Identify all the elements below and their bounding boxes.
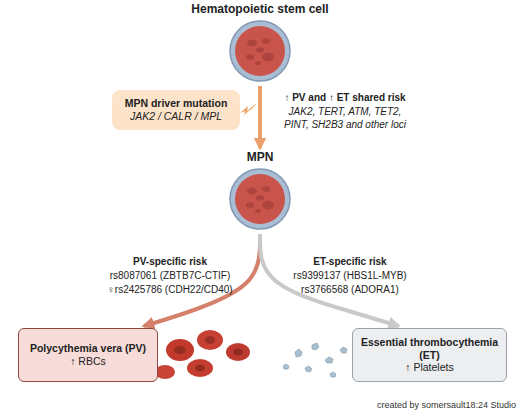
red-blood-cell	[226, 343, 250, 361]
flow-arrow	[258, 86, 262, 148]
red-blood-cell	[187, 359, 213, 377]
node-heading: MPN	[247, 150, 274, 164]
cell-body	[235, 174, 285, 224]
driver-mutation-box: MPN driver mutationJAK2 / CALR / MPL	[112, 90, 240, 130]
cell-membrane	[230, 169, 290, 229]
cell-texture	[247, 40, 257, 47]
cell-texture	[255, 61, 261, 65]
red-blood-cell-center	[233, 349, 243, 356]
cell-texture	[262, 53, 274, 61]
et-risk-heading: ET-specific risk	[270, 256, 430, 269]
pv-box: Polycythemia vera (PV)↑ RBCs	[18, 328, 158, 382]
node-heading: Hematopoietic stem cell	[191, 2, 328, 16]
pv-risk-heading: PV-specific risk	[90, 256, 250, 269]
cell-texture	[246, 203, 254, 209]
credit-note: created by somersault18:24 Studio	[330, 400, 516, 411]
platelet	[305, 366, 312, 372]
lightning-bolt	[240, 103, 257, 115]
cell-texture	[256, 196, 264, 202]
red-blood-cells	[155, 330, 250, 379]
red-blood-cell-center	[195, 365, 205, 372]
et-risk-variant: rs3766568 (ADORA1)	[270, 284, 430, 297]
et-box: Essential thrombocythemia (ET)↑ Platelet…	[352, 328, 507, 382]
cell-texture	[262, 39, 270, 45]
et-risk-variant: rs9399137 (HBS1L-MYB)	[270, 270, 430, 283]
platelets	[283, 343, 347, 377]
shared-risk-loci: JAK2, TERT, ATM, TET2, PINT, SH2B3 and o…	[275, 106, 415, 131]
platelet	[330, 372, 336, 377]
cell-texture	[255, 209, 261, 213]
red-blood-cell	[155, 365, 175, 379]
red-blood-cell	[197, 330, 223, 350]
cell-membrane	[230, 21, 290, 81]
red-blood-cell	[166, 339, 194, 361]
cell-body	[235, 26, 285, 76]
cell-texture	[256, 48, 264, 54]
platelet	[312, 343, 319, 350]
pv-risk-variant: rs8087061 (ZBTB7C-CTIF)	[90, 270, 250, 283]
platelet	[295, 349, 302, 357]
box-title: Essential thrombocythemia (ET)	[353, 336, 506, 361]
cell-texture	[262, 187, 270, 193]
platelet	[283, 364, 289, 369]
pv-risk-variant: ♀rs2425786 (CDH22/CD40)	[90, 284, 250, 297]
cell-texture	[262, 201, 274, 209]
cell-circle	[228, 19, 292, 83]
box-body: JAK2 / CALR / MPL	[130, 110, 222, 123]
red-blood-cell-center	[205, 336, 215, 344]
stem-cell-node: Hematopoietic stem cell	[190, 2, 330, 86]
cell-circle	[228, 167, 292, 231]
cell-texture	[246, 55, 254, 61]
red-blood-cell-center	[174, 346, 186, 354]
shared-risk-heading: ↑ PV and ↑ ET shared risk	[270, 92, 420, 105]
box-body: ↑ RBCs	[70, 355, 106, 368]
box-title: MPN driver mutation	[125, 97, 228, 110]
box-body: ↑ Platelets	[405, 361, 453, 374]
cell-texture	[247, 188, 257, 195]
mpn-node: MPN	[200, 150, 320, 234]
platelet	[325, 357, 333, 363]
box-title: Polycythemia vera (PV)	[30, 342, 146, 355]
platelet	[340, 347, 347, 353]
